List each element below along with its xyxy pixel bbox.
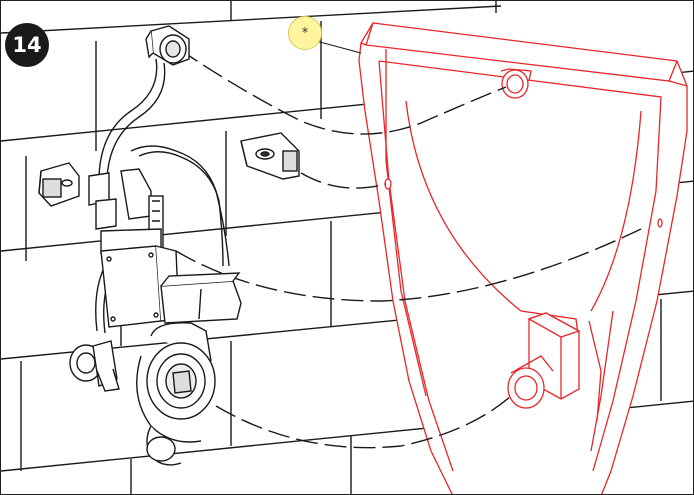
water-inlet-fitting <box>145 25 190 66</box>
wall-bracket-left <box>38 162 80 207</box>
dashed-guide-lines <box>175 36 642 449</box>
note-marker-badge: * <box>288 16 322 50</box>
step-number-badge: 14 <box>5 23 49 67</box>
shutoff-valve <box>69 340 120 392</box>
electronics-housing <box>100 245 242 328</box>
wall-bracket-right <box>240 132 300 180</box>
urinal-bowl-outline <box>358 22 688 494</box>
siphon-trap <box>136 322 216 466</box>
